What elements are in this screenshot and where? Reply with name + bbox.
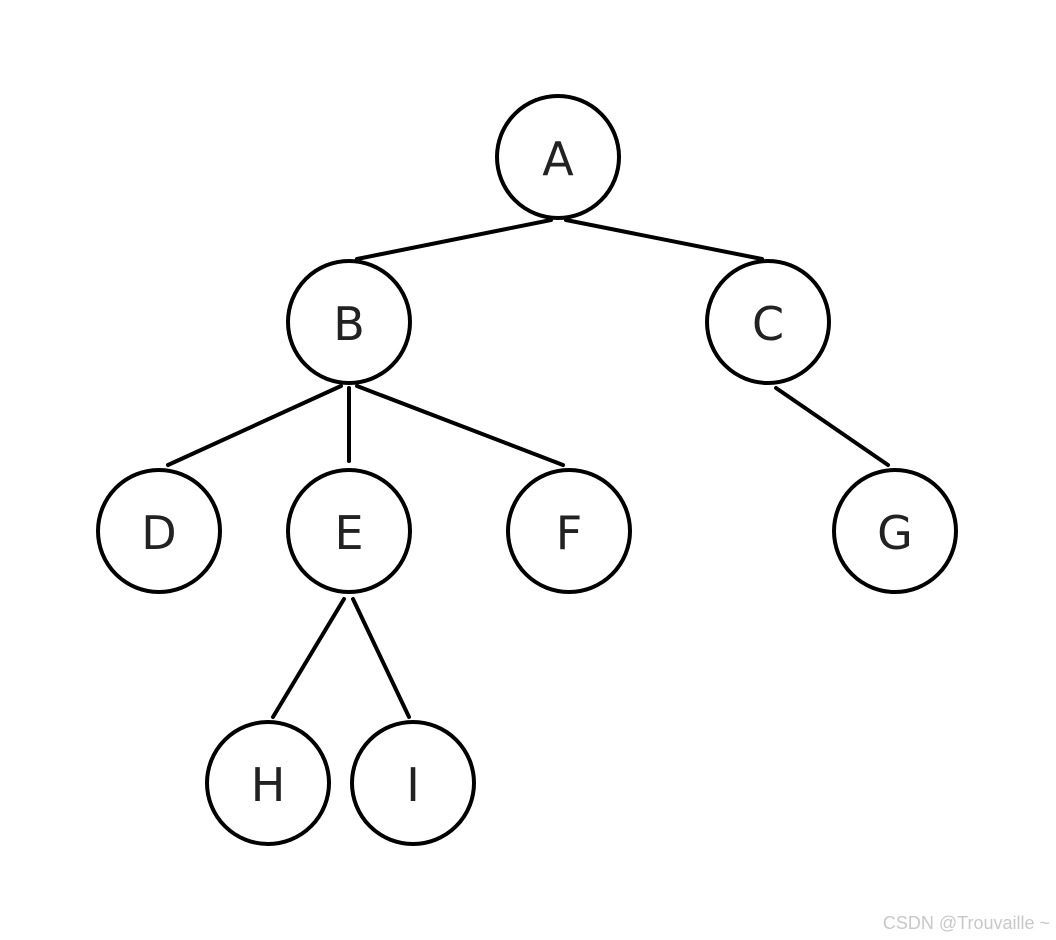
node-label-g: G [877, 506, 913, 560]
node-label-i: I [406, 758, 420, 812]
edge-a-c [564, 218, 764, 261]
tree-node-f: F [506, 468, 632, 594]
node-circle-e [286, 468, 412, 594]
node-circle-a [495, 94, 621, 220]
node-label-h: H [251, 758, 286, 812]
edge-a-b [355, 218, 553, 261]
tree-node-a: A [495, 94, 621, 220]
node-label-b: B [333, 297, 365, 351]
edge-b-f [355, 384, 565, 467]
node-label-a: A [542, 132, 574, 186]
tree-node-h: H [205, 720, 331, 846]
node-circle-c [705, 259, 831, 385]
node-circle-i [350, 720, 476, 846]
edge-e-i [351, 597, 411, 719]
node-circle-h [205, 720, 331, 846]
tree-node-i: I [350, 720, 476, 846]
tree-node-d: D [96, 468, 222, 594]
edge-c-g [774, 386, 890, 467]
watermark: CSDN @Trouvaille ~ [882, 913, 1050, 933]
edges-layer [166, 218, 890, 719]
node-label-f: F [556, 506, 582, 560]
node-circle-b [286, 259, 412, 385]
node-label-e: E [334, 506, 363, 560]
nodes-layer: A B C D E F G H I [96, 94, 958, 846]
tree-node-e: E [286, 468, 412, 594]
node-label-c: C [752, 297, 784, 351]
tree-node-b: B [286, 259, 412, 385]
node-circle-g [832, 468, 958, 594]
edge-e-h [271, 597, 346, 719]
edge-b-d [166, 384, 343, 467]
tree-node-c: C [705, 259, 831, 385]
node-label-d: D [141, 506, 176, 560]
node-circle-d [96, 468, 222, 594]
tree-node-g: G [832, 468, 958, 594]
node-circle-f [506, 468, 632, 594]
